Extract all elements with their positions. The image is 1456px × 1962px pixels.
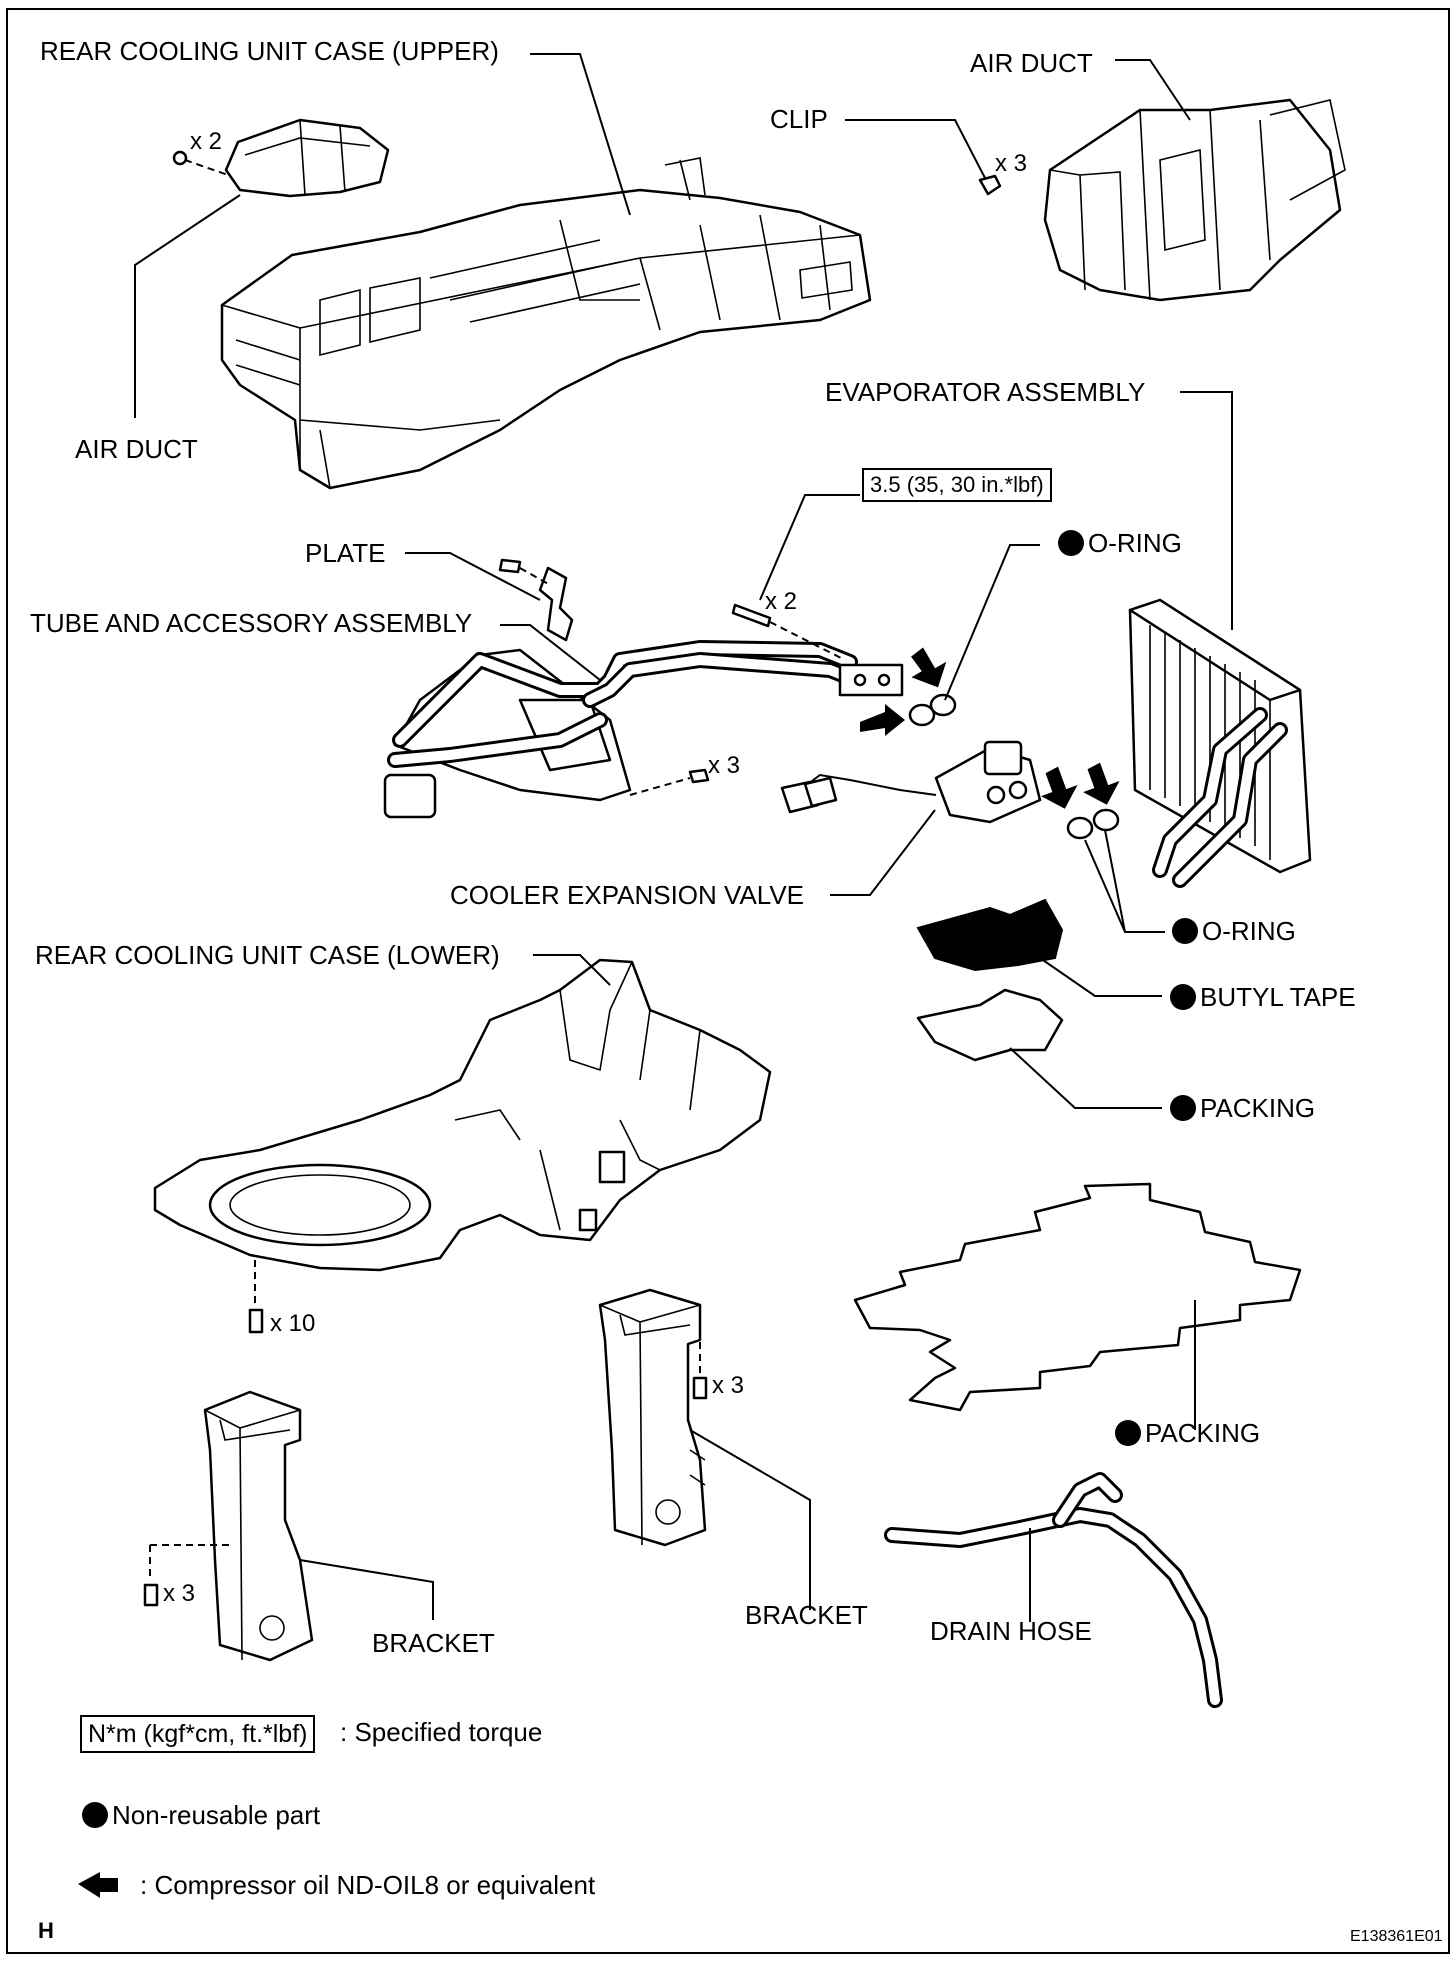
non-reusable-dot-icon [1172,918,1198,944]
tube-assembly-part [383,640,904,819]
non-reusable-dot-icon [1115,1420,1141,1446]
leader-lines [134,53,1233,1622]
label-packing-small: PACKING [1170,1093,1315,1123]
o-ring-upper-parts [908,693,957,727]
legend-oil-arrow-icon [78,1872,118,1898]
bracket-middle-part [598,1288,708,1547]
qty-tube-screws: x 3 [708,752,741,779]
rear-case-upper-part [220,157,872,490]
label-butyl-tape-text: BUTYL TAPE [1200,982,1356,1012]
oil-arrow-lower-1 [1041,766,1078,809]
label-o-ring-upper-text: O-RING [1088,528,1182,558]
qty-duct-screws: x 2 [190,128,223,155]
oil-arrow-upper-2 [860,704,905,736]
non-reusable-dot-icon [82,1802,108,1828]
label-packing-small-text: PACKING [1200,1093,1316,1123]
cooler-expansion-valve-part [780,740,1042,824]
qty-clips: x 3 [995,150,1028,177]
label-drain-hose: DRAIN HOSE [930,1616,1092,1646]
butyl-tape-part [916,898,1064,972]
qty-bracket-middle-screws: x 3 [712,1372,745,1399]
drain-hose-part [884,1472,1223,1708]
non-reusable-dot-icon [1170,1095,1196,1121]
torque-spec-box: 3.5 (35, 30 in.*lbf) [862,468,1052,502]
evaporator-part [1128,598,1312,888]
label-bracket-left: BRACKET [372,1628,495,1658]
label-packing-large: PACKING [1115,1418,1260,1448]
figure-id: E138361E01 [1350,1928,1443,1945]
label-rear-case-upper: REAR COOLING UNIT CASE (UPPER) [40,36,499,66]
label-packing-large-text: PACKING [1145,1418,1261,1448]
label-butyl-tape: BUTYL TAPE [1170,982,1356,1012]
legend-torque-unit-box: N*m (kgf*cm, ft.*lbf) [80,1715,316,1753]
label-o-ring-upper: O-RING [1058,528,1182,558]
legend-compressor-oil: : Compressor oil ND-OIL8 or equivalent [140,1870,596,1900]
label-o-ring-lower: O-RING [1172,916,1296,946]
label-cooler-expansion-valve: COOLER EXPANSION VALVE [450,880,804,910]
label-plate: PLATE [305,538,386,568]
label-air-duct-left: AIR DUCT [75,434,198,464]
label-rear-case-lower: REAR COOLING UNIT CASE (LOWER) [35,940,500,970]
qty-lower-case-screws: x 10 [270,1310,316,1337]
label-bracket-middle: BRACKET [745,1600,868,1630]
diagram-frame [6,8,1450,1954]
rear-case-lower-part [153,958,772,1334]
label-tube-assembly: TUBE AND ACCESSORY ASSEMBLY [30,608,473,638]
packing-small-part [916,988,1064,1062]
qty-bracket-left-screws: x 3 [163,1580,196,1607]
clip-part [978,174,1002,196]
tube-bolt-part [731,603,772,628]
oil-arrow-lower-2 [1083,762,1120,805]
packing-large-part [853,1182,1302,1412]
non-reusable-dot-icon [1170,984,1196,1010]
legend-non-reusable-text: Non-reusable part [112,1800,321,1830]
air-duct-top-part [1043,98,1346,302]
plate-part [498,558,574,642]
air-duct-left-part [172,118,390,198]
legend-torque-desc: : Specified torque [340,1717,543,1747]
qty-tube-bolts: x 2 [765,588,798,615]
bracket-left-part [143,1390,314,1662]
oil-arrow-upper-1 [911,647,947,688]
label-evaporator: EVAPORATOR ASSEMBLY [825,377,1146,407]
non-reusable-dot-icon [1058,530,1084,556]
label-o-ring-lower-text: O-RING [1202,916,1296,946]
o-ring-lower-parts [1066,808,1120,840]
legend-non-reusable: Non-reusable part [82,1800,320,1830]
corner-letter: H [38,1918,54,1943]
label-air-duct-top: AIR DUCT [970,48,1093,78]
label-clip: CLIP [770,104,828,134]
